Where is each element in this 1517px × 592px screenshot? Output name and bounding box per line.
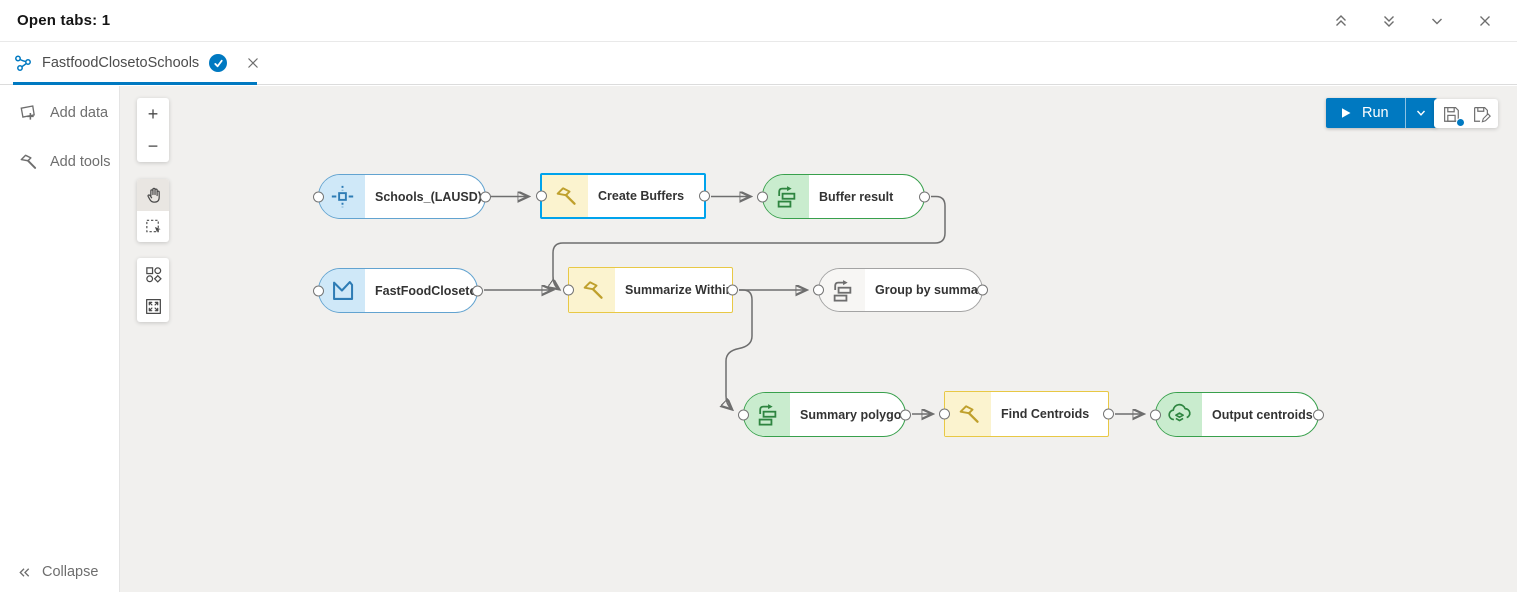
select-tool-button[interactable] xyxy=(137,211,169,243)
node-label: Find Centroids xyxy=(1001,407,1090,421)
port-left[interactable] xyxy=(313,191,324,202)
tab-close-icon[interactable] xyxy=(241,51,265,75)
main-area: Schools_(LAUSD) Create Buffers Buffer resu… xyxy=(0,86,1517,592)
close-panel-icon[interactable] xyxy=(1469,6,1501,36)
node-label: Summary polygons xyxy=(800,407,905,422)
sidebar: Add data Add tools Collapse xyxy=(0,86,120,592)
save-as-button[interactable] xyxy=(1468,101,1494,127)
zoom-out-button[interactable]: − xyxy=(137,130,169,162)
port-right[interactable] xyxy=(900,409,911,420)
port-right[interactable] xyxy=(480,191,491,202)
port-right[interactable] xyxy=(977,284,988,296)
run-button-group: Run xyxy=(1326,98,1437,128)
port-right[interactable] xyxy=(727,284,738,296)
node-label: Summarize Within xyxy=(625,283,732,297)
unsaved-changes-dot xyxy=(1456,117,1465,127)
marquee-select-icon xyxy=(145,219,161,233)
port-right[interactable] xyxy=(1103,408,1114,420)
port-left[interactable] xyxy=(757,191,768,202)
collapse-sidebar-button[interactable]: Collapse xyxy=(17,564,98,580)
model-icon xyxy=(14,54,32,72)
port-right[interactable] xyxy=(699,190,710,202)
hammer-icon xyxy=(569,268,615,312)
fit-to-window-button[interactable] xyxy=(137,290,169,322)
port-left[interactable] xyxy=(813,284,824,296)
add-tools-button[interactable]: Add tools xyxy=(0,139,119,184)
port-right[interactable] xyxy=(472,285,483,296)
node-fastfood-layer[interactable]: FastFoodClosetoSch... xyxy=(313,268,483,313)
port-right[interactable] xyxy=(1313,409,1324,420)
collapse-panel-icon[interactable] xyxy=(1421,6,1453,36)
zoom-in-button[interactable]: + xyxy=(137,98,169,130)
navigation-controls xyxy=(137,179,169,242)
layers-arrow-icon xyxy=(744,393,790,436)
node-label: Group by summary t... xyxy=(875,283,982,297)
cloud-layers-icon xyxy=(1156,393,1202,436)
run-label: Run xyxy=(1362,105,1389,121)
panel-controls xyxy=(1325,6,1517,36)
save-as-icon xyxy=(1474,106,1491,123)
expand-all-icon[interactable] xyxy=(1373,6,1405,36)
tab-label: FastfoodClosetoSchools xyxy=(42,55,200,71)
port-left[interactable] xyxy=(738,409,749,420)
port-right[interactable] xyxy=(919,191,930,202)
pan-tool-button[interactable] xyxy=(137,179,169,211)
node-buffer-result[interactable]: Buffer result xyxy=(757,174,930,219)
layout-controls xyxy=(137,258,169,322)
node-label: Output centroids xyxy=(1212,407,1313,422)
zoom-controls: + − xyxy=(137,98,169,162)
node-label: Buffer result xyxy=(819,189,894,204)
hammer-icon xyxy=(542,175,588,217)
model-canvas[interactable] xyxy=(120,86,1517,592)
run-options-dropdown[interactable] xyxy=(1404,98,1437,128)
add-data-label: Add data xyxy=(50,104,109,121)
tab-bar: FastfoodClosetoSchools xyxy=(0,42,1517,85)
fit-to-window-icon xyxy=(145,298,161,314)
hammer-icon xyxy=(945,392,991,436)
node-label: FastFoodClosetoSch... xyxy=(375,283,477,298)
add-data-icon xyxy=(20,105,35,120)
port-left[interactable] xyxy=(1150,409,1161,420)
layers-arrow-icon xyxy=(763,175,809,218)
port-left[interactable] xyxy=(313,285,324,296)
node-label: Schools_(LAUSD) xyxy=(375,189,482,204)
add-tools-label: Add tools xyxy=(50,153,111,170)
point-feature-icon xyxy=(319,175,365,218)
node-summarize-within[interactable]: Summarize Within xyxy=(563,267,738,313)
node-schools-lausd[interactable]: Schools_(LAUSD) xyxy=(313,174,491,219)
node-group-by-summary[interactable]: Group by summary t... xyxy=(813,268,988,312)
save-button[interactable] xyxy=(1438,101,1465,127)
collapse-all-icon[interactable] xyxy=(1325,6,1357,36)
add-data-button[interactable]: Add data xyxy=(0,90,119,135)
validated-check-icon xyxy=(209,54,228,72)
top-bar: Open tabs: 1 xyxy=(0,0,1517,42)
port-left[interactable] xyxy=(939,408,950,420)
port-left[interactable] xyxy=(536,190,547,202)
run-button[interactable]: Run xyxy=(1326,98,1405,128)
node-create-buffers[interactable]: Create Buffers xyxy=(536,173,710,219)
node-find-centroids[interactable]: Find Centroids xyxy=(939,391,1114,437)
auto-layout-icon xyxy=(145,266,162,283)
double-chevron-left-icon xyxy=(19,567,30,577)
node-summary-polygons[interactable]: Summary polygons xyxy=(738,392,911,437)
polygon-icon xyxy=(319,269,365,312)
layers-arrow-icon xyxy=(819,269,865,311)
chevron-down-icon xyxy=(1417,110,1426,116)
port-left[interactable] xyxy=(563,284,574,296)
collapse-label: Collapse xyxy=(42,564,99,580)
save-icon xyxy=(1444,106,1459,122)
node-label: Create Buffers xyxy=(598,189,685,203)
node-output-centroids[interactable]: Output centroids xyxy=(1150,392,1324,437)
play-icon xyxy=(1342,108,1351,118)
add-tools-icon xyxy=(20,154,37,169)
active-tab-indicator xyxy=(13,82,257,85)
pan-hand-icon xyxy=(146,187,160,203)
auto-layout-button[interactable] xyxy=(137,258,169,290)
tab-fastfoodclosetoschools[interactable]: FastfoodClosetoSchools xyxy=(0,42,281,85)
save-controls xyxy=(1434,99,1498,128)
open-tabs-title: Open tabs: 1 xyxy=(17,12,111,29)
